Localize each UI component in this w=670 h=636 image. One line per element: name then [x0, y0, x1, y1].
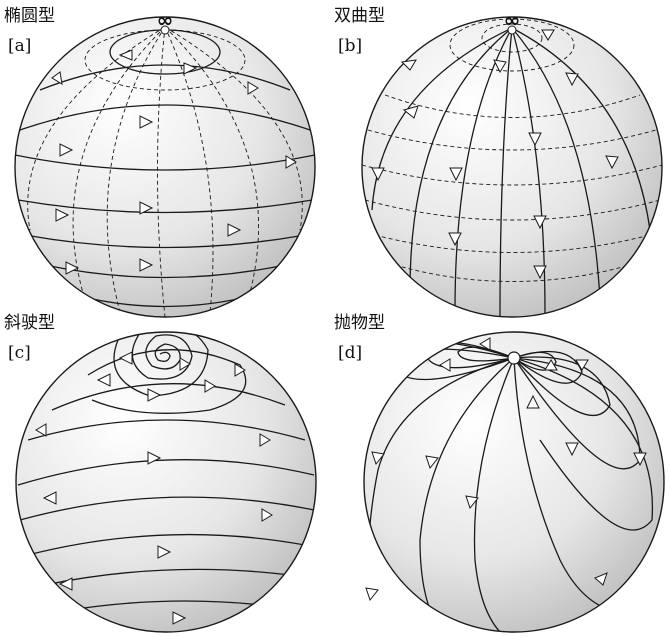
arrow-b10	[448, 232, 462, 247]
panel-a-tag: [a]	[8, 36, 32, 56]
arrows-b	[371, 29, 619, 280]
arrow-b6	[528, 132, 542, 147]
arrow-a6	[139, 201, 154, 215]
arrow-a5	[285, 155, 297, 169]
arrow-c10	[42, 491, 57, 505]
arrow-c2	[179, 357, 191, 371]
flow-lines-a	[15, 29, 315, 308]
arrow-a8	[227, 223, 242, 237]
arrow-b11	[533, 265, 547, 280]
latitudes-b	[362, 18, 662, 282]
arrow-a11	[51, 71, 63, 85]
panel-c-tag: [c]	[8, 343, 31, 363]
arrow-d5	[465, 495, 479, 510]
arrow-d11	[594, 572, 608, 586]
arrow-a3	[139, 115, 154, 129]
panel-d-title: 抛物型	[334, 313, 385, 333]
arrow-d3	[371, 451, 385, 466]
infinity-marker-a: ∞	[157, 8, 174, 32]
arrow-a4	[59, 143, 74, 157]
arrow-b2	[371, 167, 385, 182]
arrow-c3	[96, 373, 111, 387]
infinity-marker-b: ∞	[504, 8, 521, 32]
arrows-a	[51, 49, 297, 275]
arrow-d6	[526, 394, 540, 409]
arrow-c11	[261, 508, 273, 522]
flow-lines-c	[17, 332, 315, 611]
arrow-b5	[493, 59, 507, 74]
arrow-a12	[247, 81, 259, 95]
arrow-d2	[439, 358, 451, 372]
arrow-a7	[55, 208, 70, 222]
arrow-c1	[118, 351, 133, 365]
panel-b-tag: [b]	[338, 36, 363, 56]
arrow-a2	[183, 62, 198, 75]
arrow-c7	[35, 423, 47, 437]
pole-a	[160, 25, 170, 35]
arrow-d4	[425, 455, 439, 470]
arrows-d	[365, 337, 647, 602]
arrow-a9	[139, 258, 154, 272]
arrow-c8	[259, 433, 271, 447]
arrow-d9	[565, 442, 579, 457]
arrow-b3	[402, 105, 419, 119]
arrow-c13	[58, 577, 73, 591]
panel-b-title: 双曲型	[334, 6, 385, 26]
pole-b	[507, 25, 517, 35]
arrow-b4	[449, 167, 463, 182]
sphere-a: ∞	[14, 8, 316, 318]
arrow-c5	[204, 379, 216, 393]
arrow-b8	[565, 72, 579, 87]
arrow-a10	[65, 261, 80, 275]
arrow-d8	[575, 359, 589, 371]
arrow-d7	[544, 359, 558, 371]
arrow-b1	[400, 59, 417, 71]
arrow-d1	[479, 337, 491, 351]
arrow-a1	[118, 49, 133, 61]
arrow-b12	[541, 29, 555, 41]
arrow-d12	[365, 587, 379, 602]
arrow-b9	[605, 155, 619, 170]
panel-c-title: 斜驶型	[4, 313, 55, 333]
arrows-c	[35, 351, 273, 625]
arrow-c14	[172, 611, 187, 625]
panel-a-title: 椭圆型	[4, 6, 55, 26]
arrow-c9	[147, 451, 162, 465]
sphere-d	[363, 331, 665, 633]
sphere-b: ∞	[361, 8, 663, 318]
arrow-b7	[533, 215, 547, 230]
arrow-c4	[147, 388, 162, 402]
sphere-c	[15, 331, 317, 633]
fixed-point-d	[507, 351, 521, 365]
arrow-d10	[633, 452, 647, 467]
flow-lines-b	[371, 27, 651, 317]
arrow-c6	[234, 363, 246, 377]
arrow-c12	[157, 545, 172, 559]
panel-d-tag: [d]	[338, 343, 363, 363]
